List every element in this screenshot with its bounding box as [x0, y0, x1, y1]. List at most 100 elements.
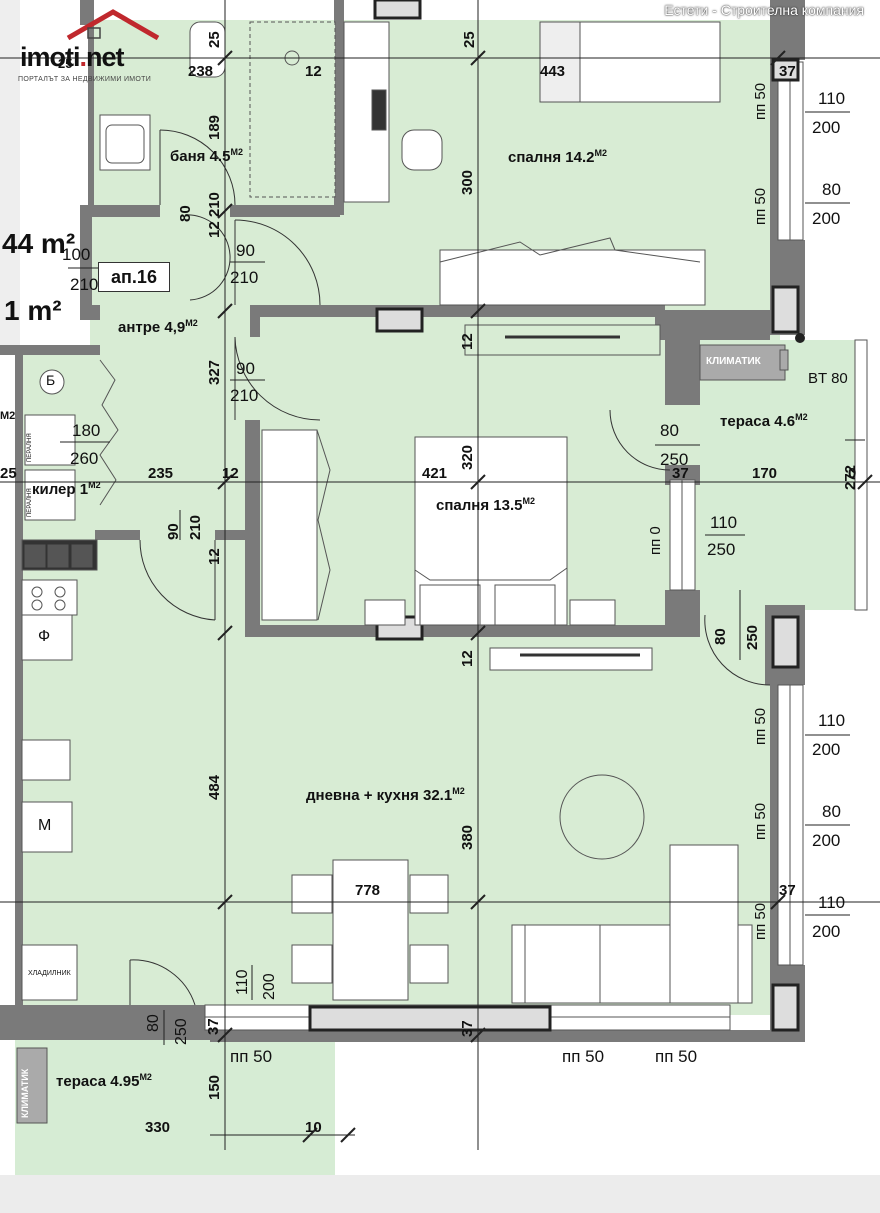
door-swings: [129, 129, 771, 1006]
washer-label: ПЕРАЛНЯ: [27, 433, 33, 462]
room-bedroom-2: спалня 13.5M2: [436, 496, 535, 514]
bath-sink: [99, 114, 151, 171]
dryer-label: ПЕРАЛНЯ: [27, 488, 33, 517]
dim-d300: 300: [459, 170, 476, 195]
win-pp50d: пп 50: [752, 803, 769, 840]
win-w200d: 200: [812, 831, 840, 850]
room-living: дневна + кухня 32.1M2: [306, 786, 465, 804]
win-pp0: пп 0: [647, 526, 664, 555]
clip-area-a: 44 m²: [2, 228, 76, 259]
rug: [559, 774, 645, 860]
klimatik-unit-2: [16, 1047, 48, 1124]
clip-marker-m2: M2: [0, 410, 16, 422]
shower: [249, 21, 336, 198]
dim-d37e: 37: [459, 1020, 476, 1037]
room-entry: антре 4,9M2: [118, 318, 198, 336]
clip-v210: 210: [70, 275, 98, 294]
tv-stand-1: [464, 324, 661, 356]
sofa-chaise: [669, 844, 739, 1004]
logo-subtitle: ПОРТАЛЪТ ЗА НЕДВИЖИМИ ИМОТИ: [18, 76, 152, 83]
washer: [24, 414, 76, 466]
dim-d12d: 12: [206, 548, 223, 565]
dim-d150: 150: [206, 1075, 223, 1100]
clip-area-b: 1 m²: [4, 295, 62, 326]
dryer: [24, 469, 76, 521]
dimension-texts: 25 238 12 443 37 235 12 25 421 37 170 0 …: [0, 56, 856, 1136]
win-w250b: 250: [707, 540, 735, 559]
dim-d25c: 25: [0, 465, 17, 482]
microwave: [21, 801, 73, 853]
dim-d37b: 37: [672, 465, 689, 482]
oven-label: Ф: [38, 628, 51, 645]
house-roof-icon: [66, 9, 160, 41]
dim-d90c: 90: [165, 523, 182, 540]
chair-l2: [291, 944, 333, 984]
dim-d250f: 250: [173, 1018, 190, 1045]
dim-d12c: 12: [222, 465, 239, 482]
dim-d12e: 12: [459, 650, 476, 667]
dim-d37d: 37: [205, 1018, 222, 1035]
dim-d80a: 80: [177, 205, 194, 222]
dim-d210c: 210: [187, 515, 204, 540]
dim-d235: 235: [148, 465, 173, 482]
door-d90b: 90: [236, 359, 255, 378]
dimension-lines: [0, 0, 880, 1150]
dim-d484: 484: [206, 774, 223, 800]
win-pp50a: пп 50: [752, 83, 769, 120]
dim-d200f: 200: [261, 973, 278, 1000]
klimatik-label: КЛИМАТИК: [706, 356, 761, 367]
room-closet: килер 1M2: [32, 480, 101, 498]
dim-d12-210: 12 210: [206, 192, 223, 238]
fridge: [21, 944, 78, 1001]
dining-table: [332, 859, 409, 1001]
kitchen-sink: [21, 739, 71, 781]
dim-d189: 189: [206, 115, 223, 140]
win-w80d: 80: [822, 802, 841, 821]
win-w80a: 80: [822, 180, 841, 199]
room-terrace-bottom: тераса 4.95M2: [56, 1072, 152, 1090]
dim-d110f: 110: [234, 969, 251, 995]
boiler-label: Б: [46, 372, 56, 388]
oven: [21, 614, 73, 661]
win-w200a: 200: [812, 118, 840, 137]
chair: [401, 129, 443, 171]
win-w110c: 110: [818, 711, 845, 730]
door-d90a: 90: [236, 241, 255, 260]
microwave-label: М: [38, 817, 52, 834]
wardrobe-1: [439, 249, 706, 306]
logo-text: imoti.net: [20, 42, 125, 72]
dim-d170: 170: [752, 465, 777, 482]
logo[interactable]: imoti.net ПОРТАЛЪТ ЗА НЕДВИЖИМИ ИМОТИ: [8, 6, 168, 86]
fridge-label: ХЛАДИЛНИК: [28, 970, 71, 977]
dim-d10: 10: [305, 1119, 322, 1136]
dim-d12b: 12: [459, 333, 476, 350]
bt-label: BT 80: [808, 370, 848, 387]
dim-d37a: 37: [779, 63, 796, 80]
room-terrace-right: тераса 4.6M2: [720, 412, 808, 430]
door-d80b: 80: [660, 421, 679, 440]
dim-d80f: 80: [145, 1014, 162, 1032]
cooktop: [21, 579, 78, 616]
terrace-bottom-floor: [15, 1040, 335, 1175]
rotated-dimension-texts: 25 25 189 300 12 210 80 12 327 320 272 9…: [145, 31, 859, 1100]
dim-d25a: 25: [58, 56, 72, 71]
win-pp50f: пп 50: [230, 1047, 272, 1066]
dim-d238: 238: [188, 63, 213, 80]
room-bath: баня 4.5M2: [170, 147, 243, 165]
dim-d778: 778: [355, 882, 380, 899]
dim-d12a: 12: [305, 63, 322, 80]
dim-d25t: 25: [461, 31, 478, 48]
bottom-strip: [0, 1175, 880, 1213]
dim-d25b: 25: [206, 31, 223, 48]
chair-r2: [409, 944, 449, 984]
win-w110e: 110: [818, 893, 845, 912]
door-d210b: 210: [230, 386, 258, 405]
chair-l1: [291, 874, 333, 914]
dim-d80c: 80: [712, 628, 729, 645]
win-w200c: 200: [812, 740, 840, 759]
boiler: [39, 369, 65, 395]
win-pp50g: пп 50: [562, 1047, 604, 1066]
win-pp50c: пп 50: [752, 708, 769, 745]
door-d210a: 210: [230, 268, 258, 287]
dim-d443: 443: [540, 63, 565, 80]
